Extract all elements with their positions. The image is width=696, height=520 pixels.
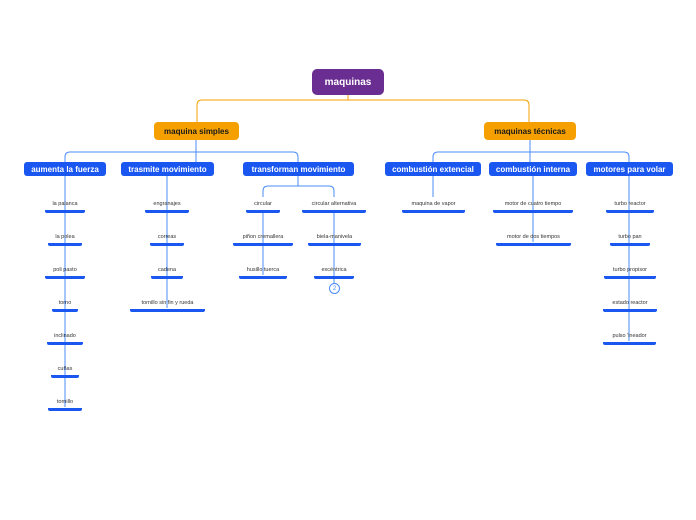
- link-simples-groups: [64, 140, 299, 162]
- group-motores-para-volar[interactable]: motores para volar: [586, 162, 673, 176]
- link-tecnicas-groups: [432, 140, 630, 162]
- group-transforman-movimiento[interactable]: transforman movimiento: [243, 162, 354, 176]
- leaf-turbo-reactor[interactable]: turbo reactor: [606, 197, 654, 213]
- group-combustion-interna[interactable]: combustión interna: [489, 162, 577, 176]
- leaf-turbo-propisor[interactable]: turbo propisor: [604, 263, 656, 279]
- leaf-motor-cuatro-tiempo[interactable]: motor de cuatro tiempo: [493, 197, 573, 213]
- leaf-cadena[interactable]: cadena: [151, 263, 183, 279]
- leaf-tornillo[interactable]: tornillo: [48, 395, 82, 411]
- leaf-husillo-tuerca[interactable]: husillo tuerca: [239, 263, 287, 279]
- leaf-torno[interactable]: torno: [52, 296, 78, 312]
- leaf-la-palanca[interactable]: la palanca: [45, 197, 85, 213]
- leaf-correas[interactable]: correas: [150, 230, 184, 246]
- group-combustion-extencial[interactable]: combustión extencial: [385, 162, 481, 176]
- leaf-turbo-pan[interactable]: turbo pan: [610, 230, 650, 246]
- leaf-inclinado[interactable]: inclinado: [47, 329, 83, 345]
- leaf-maquina-de-vapor[interactable]: maquina de vapor: [402, 197, 465, 213]
- leaf-biela-manivela[interactable]: biela-manivela: [308, 230, 361, 246]
- leaf-estado-reactor[interactable]: estado reactor: [603, 296, 657, 312]
- leaf-excentrica[interactable]: excéntrica: [314, 263, 354, 279]
- subgroup-circular[interactable]: circular: [246, 197, 280, 213]
- leaf-pulso-lneador[interactable]: pulso 'lneador: [603, 329, 656, 345]
- leaf-tornillo-sin-fin[interactable]: tornillo sin fin y rueda: [130, 296, 205, 312]
- subgroup-circular-alternativa[interactable]: circular alternativa: [302, 197, 366, 213]
- leaf-la-polea[interactable]: la polea: [48, 230, 82, 246]
- group-trasmite-movimiento[interactable]: trasmite movimiento: [121, 162, 214, 176]
- branch-maquinas-tecnicas[interactable]: maquinas técnicas: [484, 122, 576, 140]
- group-aumenta-la-fuerza[interactable]: aumenta la fuerza: [24, 162, 106, 176]
- leaf-engranajes[interactable]: engranajes: [145, 197, 189, 213]
- link-root-maquinas-tecnicas: [348, 99, 530, 123]
- link-root-maquina-simples: [196, 95, 349, 123]
- leaf-cunas[interactable]: cuñas: [51, 362, 79, 378]
- leaf-motor-dos-tiempos[interactable]: motor de dos tiempos: [496, 230, 571, 246]
- root-node-maquinas[interactable]: maquinas: [312, 69, 384, 95]
- leaf-poli-pasto[interactable]: poli pasto: [45, 263, 85, 279]
- collapse-toggle[interactable]: 2: [329, 283, 340, 294]
- leaf-pinon-cremallera[interactable]: piñon cremallera: [233, 230, 293, 246]
- branch-maquina-simples[interactable]: maquina simples: [154, 122, 239, 140]
- link-transforman-subgroups: [262, 176, 335, 197]
